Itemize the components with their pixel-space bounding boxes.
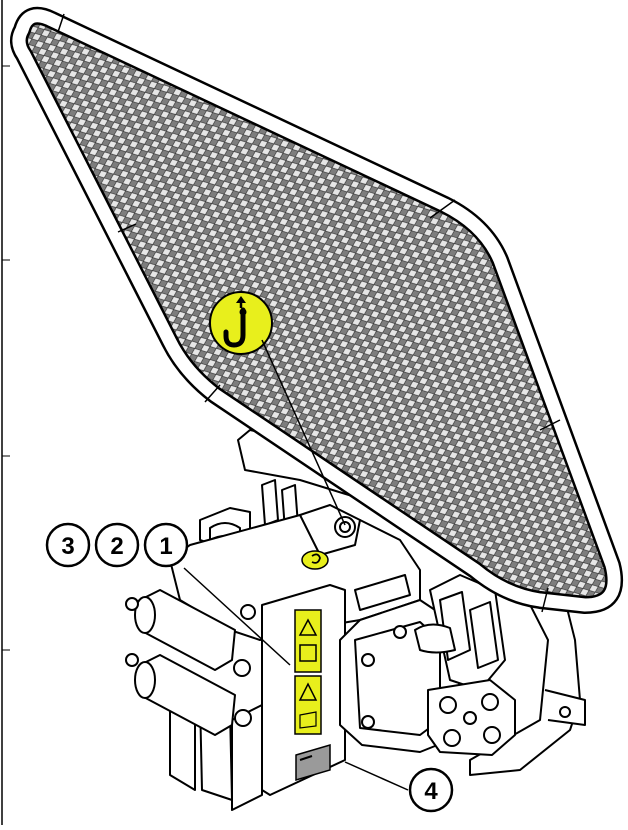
leader-line-1	[183, 567, 291, 666]
mesh-screen-panel	[10, 6, 624, 614]
callout-circle-2: 2	[94, 522, 140, 568]
small-lifting-point-icon	[301, 550, 329, 570]
leader-line-4	[344, 761, 409, 791]
callout-circle-4: 4	[408, 767, 454, 813]
callout-label-3: 3	[61, 533, 74, 560]
leader-lines	[183, 339, 409, 791]
leader-line-hook	[261, 339, 346, 526]
identification-plate	[295, 743, 331, 782]
callout-circle-1: 1	[143, 522, 189, 568]
warning-decal-bottom	[294, 675, 322, 735]
callout-label-1: 1	[159, 533, 172, 560]
callout-label-4: 4	[424, 778, 438, 805]
callout-label-2: 2	[110, 533, 123, 560]
warning-decal-top	[294, 609, 322, 673]
callout-circle-3: 3	[45, 522, 91, 568]
lifting-point-hook-icon	[209, 291, 273, 355]
